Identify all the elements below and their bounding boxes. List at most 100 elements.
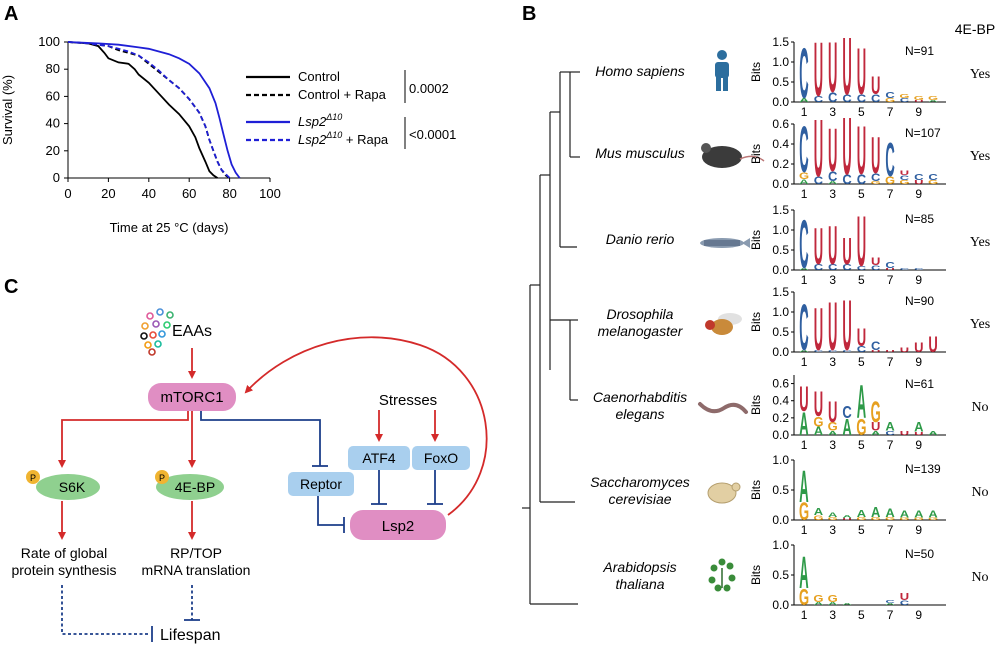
logo-y-tick-label: 0.5 <box>772 75 789 89</box>
fourebp-presence: No <box>971 570 988 585</box>
logo-letter: U <box>871 255 880 268</box>
logo-y-tick-label: 0.6 <box>772 117 789 131</box>
logo-y-label: Bits <box>749 565 763 585</box>
logo-letter: A <box>928 510 938 520</box>
reptor-label: Reptor <box>300 476 342 492</box>
logo-x-tick-label: 5 <box>858 273 865 287</box>
logo-letter: U <box>900 593 909 603</box>
logo-letter: U <box>900 347 909 354</box>
logo-letter: U <box>828 395 837 429</box>
fish-tail <box>742 238 750 248</box>
x-tick-label: 100 <box>259 186 281 201</box>
logo-letter: C <box>857 266 866 272</box>
logo-y-tick-label: 1.0 <box>772 453 789 467</box>
logo-letter: U <box>814 219 823 277</box>
logo-letter: G <box>899 180 909 186</box>
logo-letter: G <box>813 515 823 522</box>
logo-letter: A <box>814 508 824 518</box>
logo-letter: C <box>885 261 895 270</box>
eaas-label: EAAs <box>172 323 212 340</box>
sequence-count: N=90 <box>905 294 934 308</box>
logo-y-tick-label: 0.5 <box>772 568 789 582</box>
mrna-translation-label-line1: RP/TOP <box>170 545 222 561</box>
logo-letter: U <box>857 325 866 353</box>
logo-letter: C <box>928 173 938 182</box>
logo-y-tick-label: 0.0 <box>772 177 789 191</box>
species-name-line: Arabidopsis <box>602 559 676 575</box>
legend-label-control: Control <box>298 69 340 84</box>
logo-x-tick-label: 7 <box>887 273 894 287</box>
fourebp-presence: No <box>971 400 988 415</box>
yeast-bud <box>731 482 741 492</box>
logo-letter: A <box>828 512 838 519</box>
logo-x-tick-label: 9 <box>915 187 922 201</box>
mtorc1-label: mTORC1 <box>160 389 223 406</box>
logo-letter: G <box>928 180 938 186</box>
logo-letter: U <box>814 384 823 424</box>
logo-letter: A <box>871 430 881 436</box>
logo-letter: C <box>842 263 852 272</box>
logo-letter: A <box>799 549 808 599</box>
logo-letter: C <box>885 134 894 187</box>
logo-letter: U <box>828 289 837 365</box>
plant-icon <box>708 576 716 584</box>
species-name-line: thaliana <box>615 576 664 592</box>
logo-x-tick-label: 3 <box>829 523 836 537</box>
logo-letter: A <box>914 510 924 520</box>
logo-y-label: Bits <box>749 230 763 250</box>
logo-y-tick-label: 0.0 <box>772 345 789 359</box>
logo-x-tick-label: 3 <box>829 273 836 287</box>
logo-x-tick-label: 7 <box>887 608 894 622</box>
logo-letter: G <box>856 415 866 441</box>
logo-letter: U <box>914 340 923 355</box>
logo-letter: C <box>799 292 808 366</box>
fourebp-column-header: 4E-BP <box>955 21 995 37</box>
logo-letter: A <box>857 509 867 519</box>
logo-letter: U <box>871 349 881 352</box>
x-tick-label: 40 <box>142 186 156 201</box>
logo-letter: U <box>814 103 823 194</box>
plant-icon <box>728 574 736 582</box>
logo-letter: C <box>900 98 909 104</box>
logo-letter: C <box>842 92 852 105</box>
sequence-count: N=50 <box>905 547 934 561</box>
foxo-label: FoxO <box>424 450 458 466</box>
logo-letter: G <box>899 517 909 521</box>
logo-letter: C <box>885 430 894 436</box>
logo-y-tick-label: 0.5 <box>772 325 789 339</box>
logo-x-tick-label: 7 <box>887 105 894 119</box>
logo-letter: C <box>828 90 838 105</box>
atf4-label: ATF4 <box>362 450 395 466</box>
x-tick-label: 80 <box>222 186 236 201</box>
logo-letter: C <box>814 349 824 352</box>
fourebp-label: 4E-BP <box>175 479 215 495</box>
logo-letter: A <box>799 349 809 352</box>
y-tick-label: 60 <box>46 88 60 103</box>
logo-x-tick-label: 1 <box>801 105 808 119</box>
logo-y-tick-label: 0.4 <box>772 137 789 151</box>
logo-x-tick-label: 3 <box>829 608 836 622</box>
logo-x-tick-label: 7 <box>887 438 894 452</box>
logo-letter: C <box>857 92 867 105</box>
logo-x-tick-label: 3 <box>829 355 836 369</box>
logo-letter: A <box>799 179 809 186</box>
fourebp-presence: Yes <box>970 317 990 332</box>
fourebp-presence: Yes <box>970 149 990 164</box>
y-tick-label: 0 <box>53 170 60 185</box>
logo-letter: U <box>914 180 923 186</box>
logo-letter: A <box>871 503 880 520</box>
logo-y-tick-label: 1.5 <box>772 35 789 49</box>
logo-letter: C <box>871 92 881 105</box>
logo-letter: G <box>928 96 938 102</box>
mouse-tail <box>739 155 765 162</box>
logo-y-label: Bits <box>749 480 763 500</box>
logo-letter: U <box>857 36 866 110</box>
logo-letter: G <box>828 594 838 604</box>
logo-x-tick-label: 1 <box>801 355 808 369</box>
